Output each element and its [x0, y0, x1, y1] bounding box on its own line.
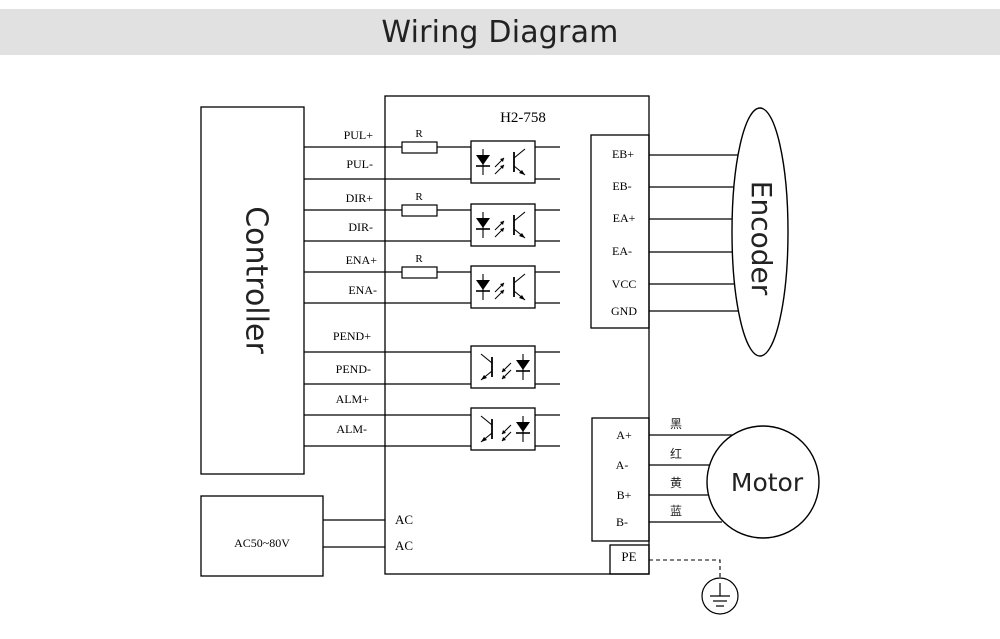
- ac-wires: [323, 519, 385, 548]
- signal-label: ENA+: [346, 253, 378, 267]
- optocoupler-pend: [470, 345, 536, 389]
- motor-block: [706, 425, 820, 539]
- resistor-symbol: [401, 204, 438, 217]
- driver-block: [384, 95, 650, 575]
- signal-label: DIR-: [348, 220, 373, 234]
- page-title: Wiring Diagram: [381, 14, 619, 50]
- signal-label: ALM+: [336, 392, 370, 406]
- resistor-label: R: [415, 128, 423, 140]
- terminal-label: A+: [616, 428, 632, 442]
- motor-wire-color-labels: 黑 红 黄 蓝: [670, 417, 682, 518]
- controller-signal-labels: PUL+ PUL- DIR+ DIR- ENA+ ENA- PEND+ PEND…: [333, 128, 377, 436]
- resistors: R R R: [401, 128, 438, 279]
- title-banner: Wiring Diagram: [0, 9, 1000, 55]
- signal-label: PEND+: [333, 329, 371, 343]
- ac-terminal-label: AC: [395, 512, 413, 527]
- signal-label: DIR+: [346, 191, 374, 205]
- wire-color-label: 蓝: [670, 504, 682, 518]
- terminal-label: EA-: [612, 244, 632, 258]
- optocoupler-alm: [470, 407, 536, 451]
- controller-block: [200, 106, 305, 475]
- motor-terminal-block: [591, 417, 650, 542]
- encoder-wires: [649, 154, 738, 312]
- encoder-terminal-block: [590, 134, 650, 329]
- motor-terminal-labels: A+ A- B+ B-: [616, 428, 632, 529]
- terminal-label: EA+: [613, 211, 636, 225]
- motor-label: Motor: [731, 468, 804, 497]
- resistor-label: R: [415, 253, 423, 265]
- resistor-symbol: [401, 141, 438, 154]
- driver-model: H2-758: [500, 110, 546, 126]
- encoder-label: Encoder: [745, 181, 778, 296]
- optocoupler-dir: [470, 203, 536, 247]
- signal-label: ALM-: [336, 422, 367, 436]
- terminal-label: VCC: [612, 277, 637, 291]
- encoder-block: [731, 107, 789, 357]
- wire-color-label: 红: [670, 446, 682, 461]
- optocoupler-pul: [470, 140, 536, 184]
- encoder-terminal-labels: EB+ EB- EA+ EA- VCC GND: [611, 147, 637, 318]
- wire-color-label: 黑: [670, 417, 682, 431]
- terminal-label: GND: [611, 304, 637, 318]
- terminal-label: EB-: [612, 179, 631, 193]
- optocoupler-ena: [470, 265, 536, 309]
- motor-wires: [649, 434, 732, 523]
- signal-label: PUL+: [344, 128, 374, 142]
- pe-label: PE: [621, 549, 636, 564]
- controller-label: Controller: [239, 206, 274, 354]
- power-supply-block: [200, 495, 324, 577]
- resistor-label: R: [415, 191, 423, 203]
- signal-label: PEND-: [336, 362, 371, 376]
- wire-color-label: 黄: [670, 476, 682, 490]
- terminal-label: EB+: [612, 147, 634, 161]
- power-supply-label: AC50~80V: [234, 536, 290, 550]
- ac-terminal-label: AC: [395, 538, 413, 553]
- terminal-label: B+: [617, 488, 632, 502]
- signal-label: PUL-: [346, 157, 373, 171]
- signal-label: ENA-: [348, 283, 377, 297]
- resistor-symbol: [401, 266, 438, 279]
- terminal-label: A-: [616, 458, 629, 472]
- ground-connection: [649, 559, 739, 615]
- terminal-label: B-: [616, 515, 628, 529]
